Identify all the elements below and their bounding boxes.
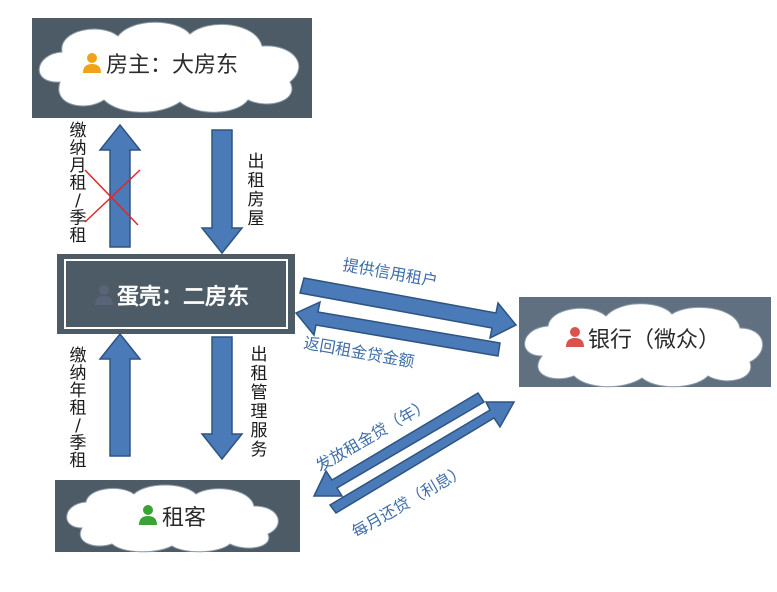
label-char: 租: [248, 171, 265, 191]
landlord-node: 房主：大房东: [32, 18, 312, 118]
label-char: 管: [251, 383, 268, 403]
label-char: 年: [70, 381, 87, 401]
arrow-return-loan: [294, 300, 501, 357]
credit-tenants-label: 提供信用租户: [341, 255, 439, 290]
bank-node: 银行（微众）: [519, 297, 771, 388]
label-char: 季: [70, 434, 87, 454]
label-char: 出: [251, 345, 268, 365]
label-char: 房: [248, 190, 265, 210]
label-char: 租: [251, 364, 268, 384]
label-char: 纳: [70, 364, 87, 384]
label-char: 季: [70, 209, 87, 229]
person-icon: [83, 53, 101, 73]
label-char: 租: [70, 451, 87, 471]
arrow-down-rent-house: [200, 129, 244, 255]
label-char: 租: [70, 174, 87, 194]
label-char: 出: [248, 152, 265, 172]
cross-mark: [84, 169, 141, 226]
label-char: 缴: [70, 346, 87, 366]
arrow-up-landlord-rent: [98, 123, 142, 248]
bank-cloud: [524, 303, 764, 388]
bank-label: 银行（微众）: [588, 328, 720, 353]
tenant-label: 租客: [162, 506, 206, 531]
danke-inner-frame: [64, 259, 288, 329]
label-char: 务: [251, 440, 268, 460]
tenant-node: 租客: [55, 480, 300, 553]
label-char: 租: [70, 399, 87, 419]
person-icon: [139, 505, 157, 525]
danke-node: 蛋壳：二房东: [57, 254, 295, 334]
label-char: /: [75, 416, 81, 436]
person-icon: [95, 285, 113, 305]
arrow-issue-loan: [312, 391, 486, 497]
label-char: 纳: [70, 139, 87, 159]
arrow-monthly-repay: [328, 401, 516, 514]
landlord-cloud: [38, 21, 300, 113]
label-char: 月: [70, 156, 87, 176]
label-char: 理: [251, 402, 268, 422]
label-char: /: [75, 191, 81, 211]
landlord-label: 房主：大房东: [106, 53, 238, 78]
tenant-cloud: [66, 484, 279, 553]
label-char: 服: [251, 421, 268, 441]
arrow-down-management: [200, 336, 244, 461]
danke-label: 蛋壳：二房东: [117, 284, 249, 310]
label-char: 租: [70, 226, 87, 246]
danke-box: [57, 254, 295, 334]
label-char: 屋: [248, 209, 265, 229]
person-icon: [566, 327, 584, 347]
arrow-credit-tenants: [299, 277, 518, 340]
label-char: 缴: [70, 121, 87, 141]
monthly-repay-label: 每月还贷（利息）: [349, 461, 469, 541]
arrow-up-tenant-rent: [98, 332, 142, 457]
